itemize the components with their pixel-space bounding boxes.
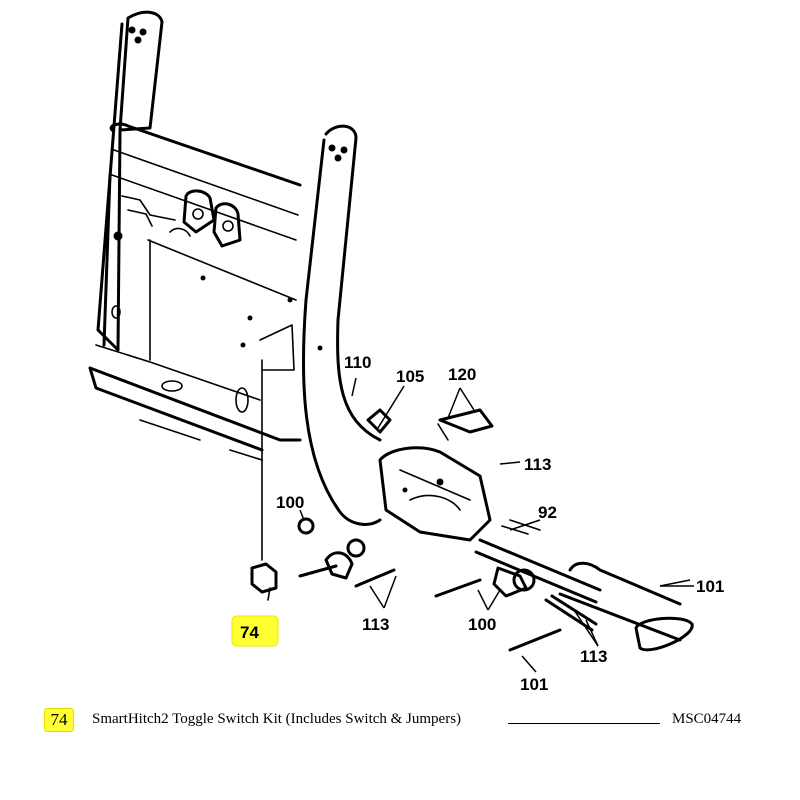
callout-110: 110: [344, 353, 371, 372]
callout-113-bottom: 113: [580, 647, 607, 666]
callout-74: 74: [240, 623, 259, 642]
parts-legend: 74 SmartHitch2 Toggle Switch Kit (Includ…: [40, 702, 780, 736]
latch-assembly: [366, 408, 494, 542]
callout-101-bottom: 101: [520, 675, 548, 694]
callout-101-right: 101: [696, 577, 724, 596]
hinge-brackets: [121, 189, 242, 248]
callout-105: 105: [396, 367, 424, 386]
callout-92: 92: [538, 503, 557, 522]
callout-120: 120: [448, 365, 476, 384]
callout-100-left: 100: [276, 493, 304, 512]
legend-description: SmartHitch2 Toggle Switch Kit (Includes …: [92, 711, 462, 727]
toggle-switch: [250, 359, 278, 601]
leader-lines: [299, 377, 694, 673]
callout-100-center: 100: [468, 615, 496, 634]
legend-ref-number: 74: [44, 708, 74, 732]
callout-74-highlight: [231, 615, 279, 647]
legend-leader-rule: [508, 723, 660, 724]
frame-plate: [88, 122, 302, 461]
legend-part-number: MSC04744: [672, 711, 742, 727]
callout-113-top: 113: [524, 455, 551, 474]
pins-and-rods: [297, 517, 694, 652]
callout-113-center: 113: [362, 615, 389, 634]
right-upright: [301, 124, 382, 526]
callout-labels: 110 105 120 113 92 100 74 113 100 101 11…: [231, 353, 724, 694]
